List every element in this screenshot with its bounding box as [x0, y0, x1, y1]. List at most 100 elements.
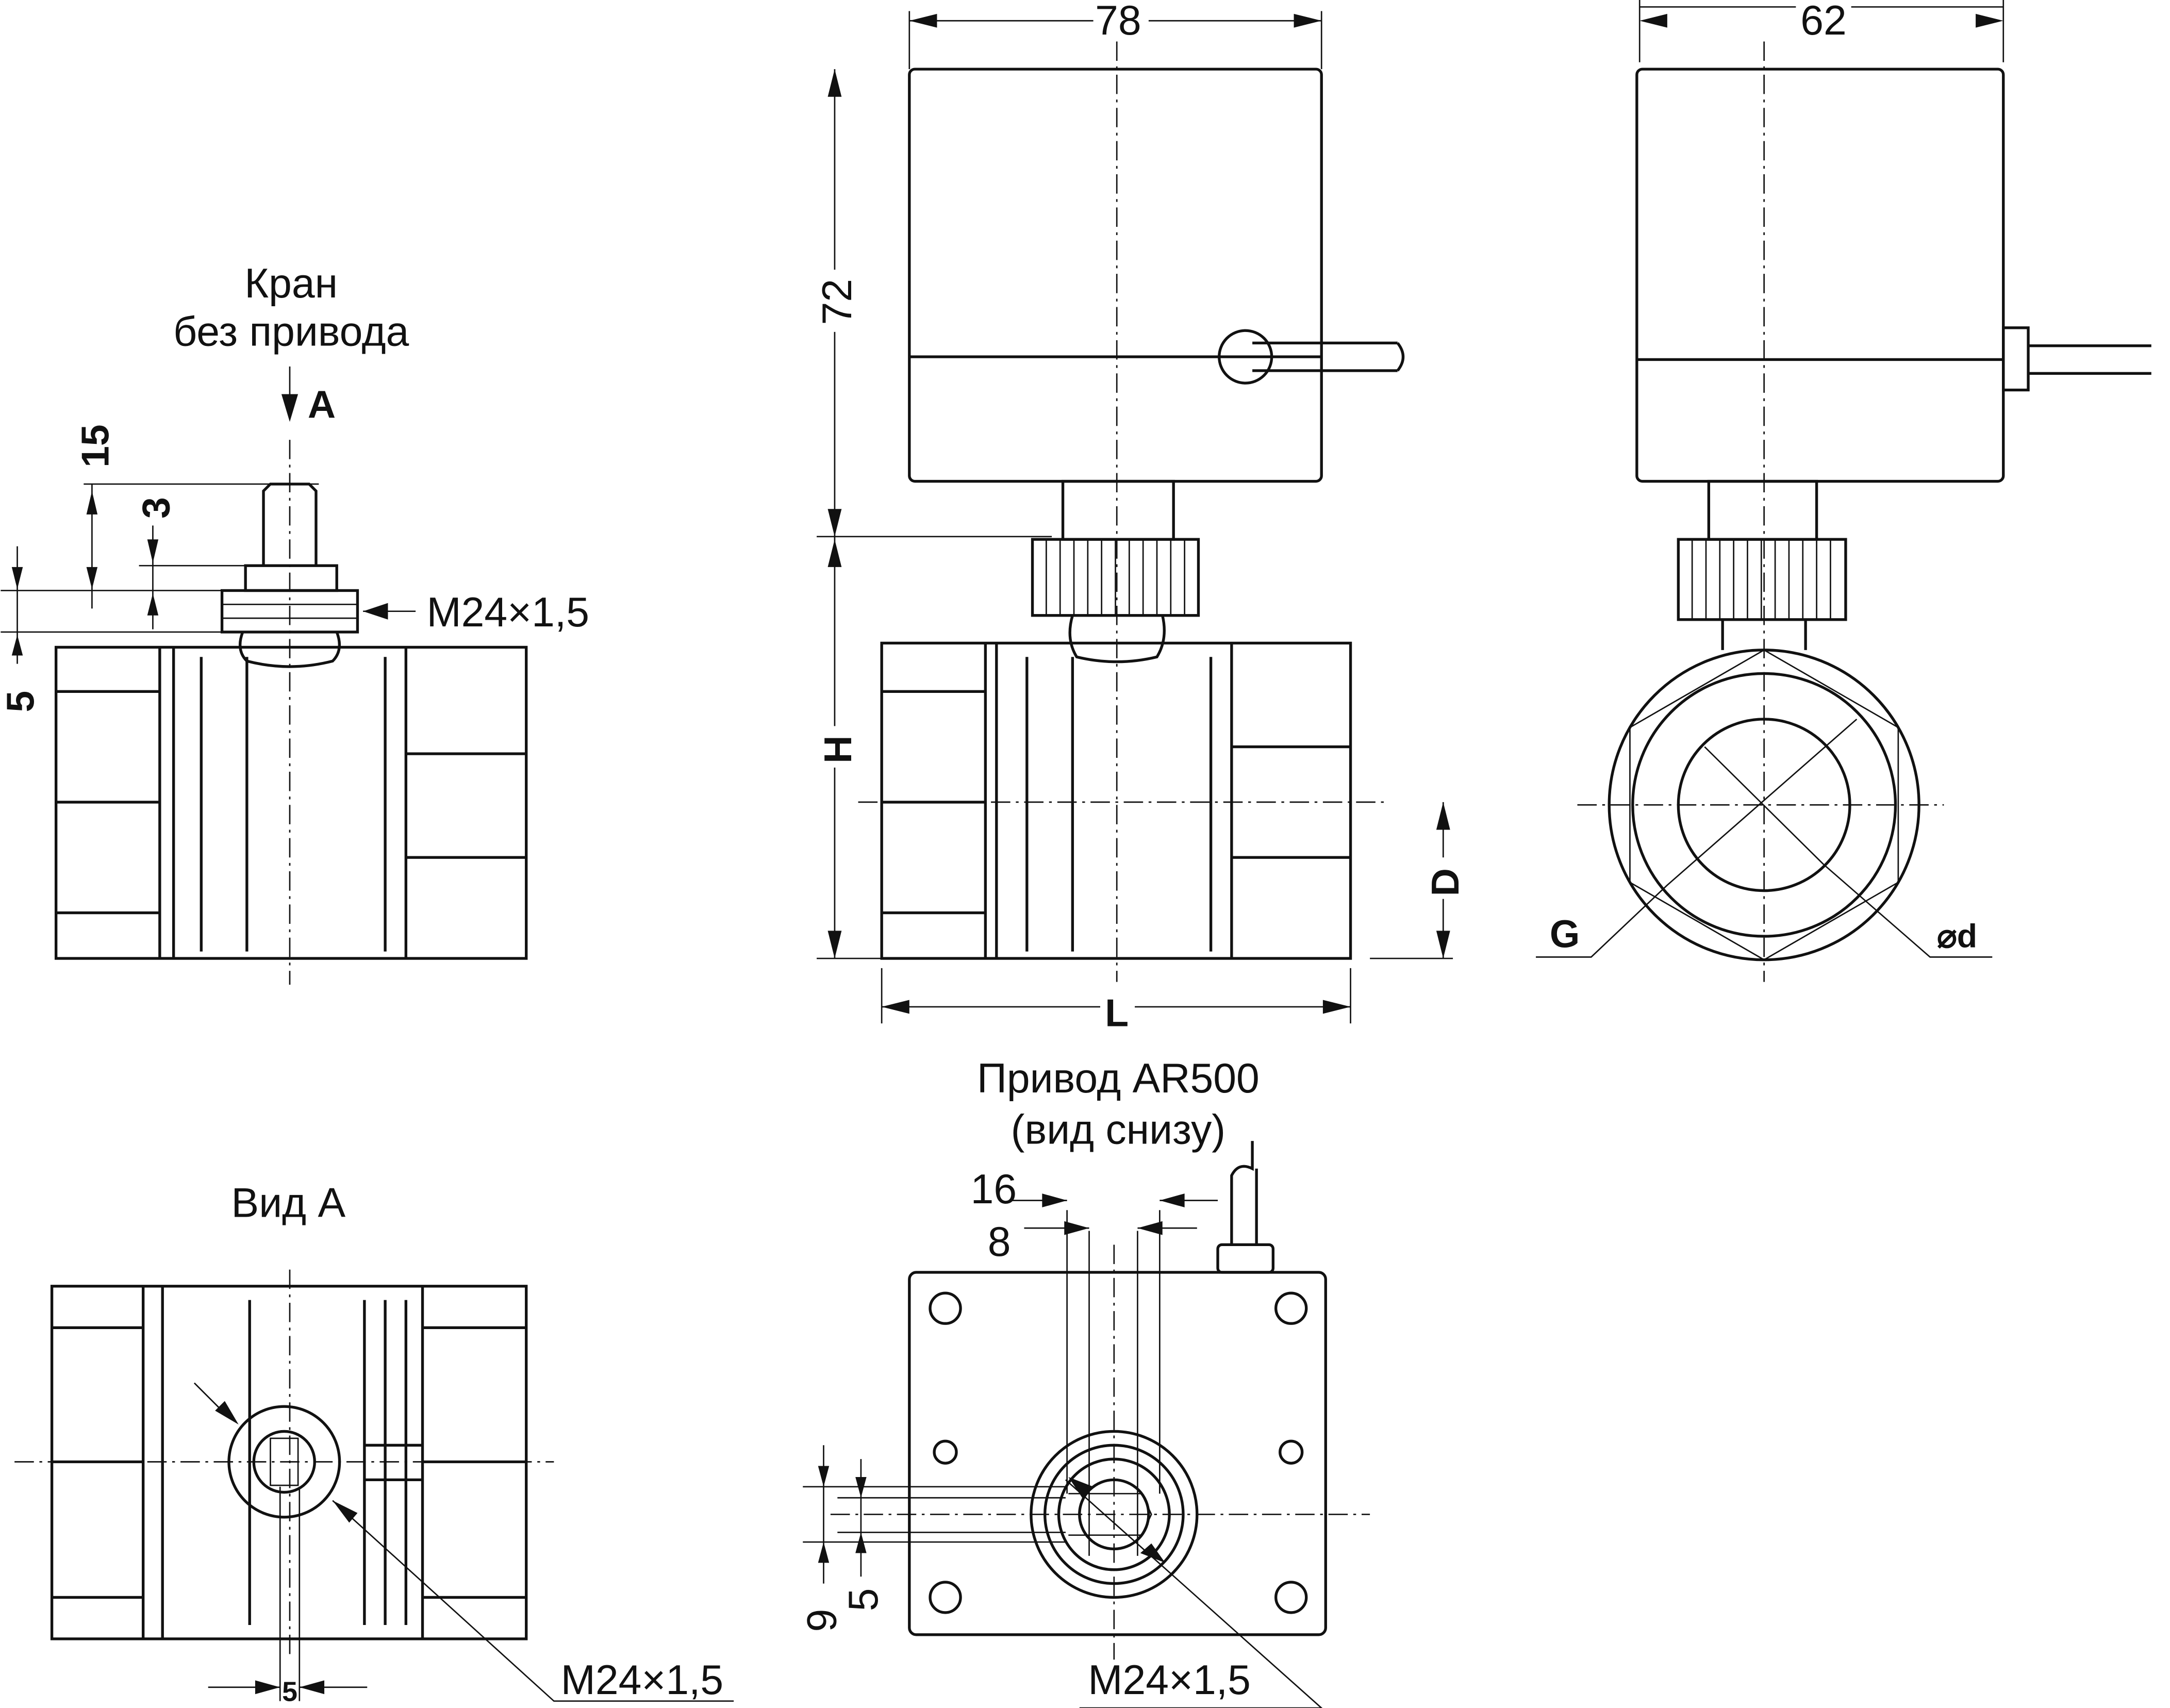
valve-neck	[1068, 615, 1166, 664]
dim-5: 5	[840, 1588, 887, 1611]
dimension-arrow-icon	[855, 1477, 867, 1498]
dimension-lines	[1, 483, 319, 664]
title-line2: (вид снизу)	[1011, 1107, 1225, 1153]
mounting-plate	[908, 1271, 1327, 1636]
label-background	[1425, 857, 1467, 899]
cable-gland	[1216, 1243, 1275, 1274]
dim-actuator-height: 72	[814, 279, 860, 325]
label-background	[1796, 0, 1851, 42]
front-assembly-view: 78 72 H D L	[814, 0, 1467, 1034]
actuator-neck	[1707, 479, 1818, 541]
knurl-lines	[1046, 539, 1185, 616]
dimension-lines	[817, 11, 1453, 1024]
coupling-ring	[1043, 1444, 1185, 1585]
mounting-hole	[1279, 1439, 1304, 1465]
mounting-hole	[1274, 1581, 1308, 1614]
valve-neck	[1721, 619, 1807, 650]
valve-body-details	[52, 1286, 526, 1639]
dimension-arrow-icon	[827, 509, 842, 537]
thread-label: М24×1,5	[1088, 1657, 1250, 1703]
dimension-arrow-icon	[882, 1000, 909, 1014]
dimension-lines	[1010, 1200, 1218, 1494]
actuator-housing	[1635, 68, 2005, 483]
thread-arrow-icon	[1068, 1477, 1094, 1498]
dimension-arrow-icon	[147, 539, 159, 563]
dimension-lines	[193, 1382, 734, 1702]
dimension-arrow-icon	[1322, 1000, 1351, 1014]
dimension-arrow-icon	[1294, 13, 1322, 28]
actuator-bottom-view: Привод AR500 (вид снизу) 16 8 9 5 М24×1,…	[799, 1055, 1370, 1708]
mounting-hole	[1274, 1291, 1308, 1325]
dimension-arrow-icon	[1064, 1221, 1089, 1235]
label-background	[1093, 0, 1149, 42]
dimension-arrow-icon	[1639, 13, 1667, 28]
title-line1: Привод AR500	[977, 1055, 1260, 1102]
knurl-lines	[1691, 539, 1831, 620]
dimension-lines	[1536, 0, 2005, 958]
stem-collar	[244, 564, 338, 592]
coupling-ring	[1030, 1430, 1199, 1599]
dimension-arrow-icon	[11, 635, 23, 656]
dimension-arrow-icon	[299, 1680, 325, 1695]
stem-flat	[270, 1437, 299, 1486]
stem	[252, 1430, 316, 1494]
dimension-arrow-icon	[1042, 1193, 1067, 1207]
view-a: Вид А 5 М24×1,5	[14, 1180, 734, 1707]
label-d: ⌀d	[1937, 918, 1977, 955]
dim-16: 16	[971, 1166, 1017, 1213]
stem-bore	[1078, 1478, 1150, 1551]
mounting-hole	[929, 1581, 962, 1614]
stem-collar	[227, 1405, 341, 1519]
actuator-neck	[1061, 479, 1175, 541]
valve-neck	[239, 631, 341, 668]
dimension-arrow-icon	[1976, 13, 2003, 28]
bore	[1677, 718, 1851, 892]
coupling-ring	[1057, 1457, 1171, 1571]
dimension-arrow-icon	[909, 13, 937, 28]
dimension-arrow-icon	[86, 567, 98, 589]
view-arrow-label: А	[308, 383, 336, 426]
dimension-arrow-icon	[827, 539, 842, 567]
dim-flat: 5	[282, 1677, 297, 1707]
dimension-arrow-icon	[147, 593, 159, 616]
nut-thread-lines	[222, 603, 358, 619]
dimension-arrow-icon	[86, 491, 98, 515]
dimension-arrow-icon	[1137, 1221, 1163, 1235]
dimension-lines	[803, 1445, 1066, 1584]
label-background	[1100, 989, 1135, 1031]
dim-nut: 5	[0, 691, 42, 712]
thread-arrow-icon	[215, 1401, 239, 1425]
dimension-arrow-icon	[818, 1542, 830, 1563]
dimension-arrow-icon	[855, 1532, 867, 1553]
dimension-arrow-icon	[1436, 931, 1450, 959]
thread-arrow-icon	[1140, 1543, 1166, 1563]
dimension-arrow-icon	[827, 69, 842, 97]
thread-label: М24×1,5	[561, 1657, 723, 1703]
dim-collar: 3	[135, 497, 178, 519]
view-a-title: Вид А	[231, 1180, 346, 1226]
mounting-hole	[933, 1439, 958, 1465]
thread-arrow-icon	[363, 603, 388, 620]
label-G: G	[1550, 913, 1580, 956]
thread-circle	[1631, 672, 1897, 938]
dimension-arrow-icon	[1436, 802, 1450, 830]
actuator-housing	[908, 68, 1323, 483]
mounting-hole	[929, 1291, 962, 1325]
dim-width: 78	[1095, 0, 1141, 44]
dim-D: D	[1423, 868, 1467, 896]
valve-without-actuator-view: Кран без привода А 15 3 5 М24×1,5	[0, 260, 589, 985]
label-background	[814, 270, 856, 332]
dimension-arrow-icon	[1159, 1193, 1185, 1207]
thread-arrow-icon	[333, 1500, 358, 1523]
label-background	[814, 726, 856, 768]
dim-H: H	[816, 736, 859, 764]
cable	[1252, 341, 1405, 372]
valve-body-details	[882, 643, 1351, 959]
dim-width: 62	[1800, 0, 1847, 44]
cable	[2028, 344, 2151, 375]
dim-8: 8	[988, 1219, 1011, 1265]
title-line2: без привода	[173, 309, 409, 355]
dimension-arrow-icon	[255, 1680, 280, 1695]
dim-9: 9	[799, 1609, 846, 1632]
